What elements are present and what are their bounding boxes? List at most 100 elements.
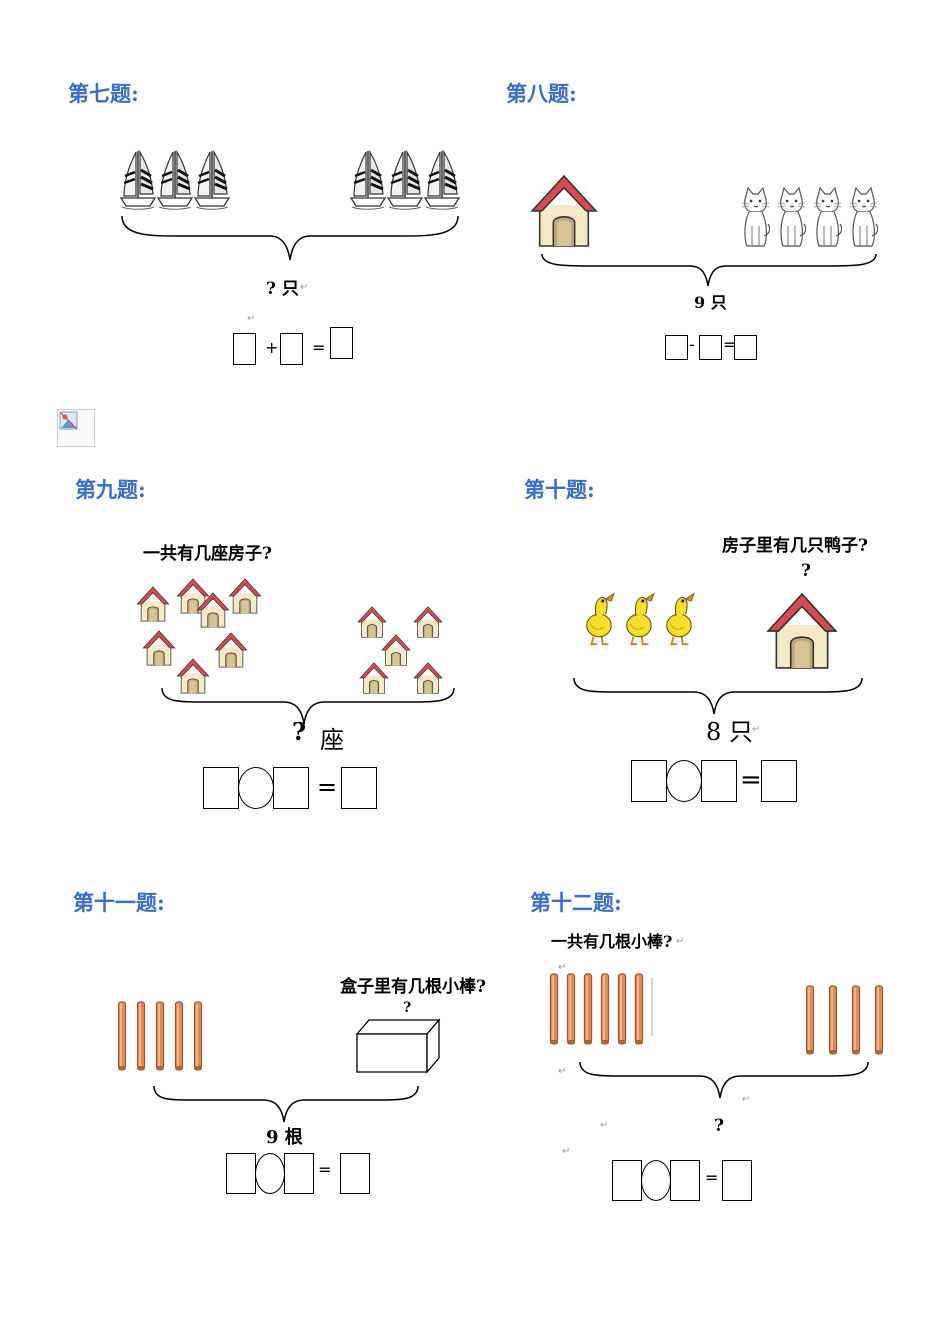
q7-title: 第七题:	[68, 81, 139, 106]
answer-box[interactable]	[701, 760, 737, 802]
q8-title: 第八题:	[506, 81, 577, 106]
equals-sign: =	[705, 1168, 719, 1187]
answer-box[interactable]	[670, 1160, 700, 1201]
answer-box[interactable]	[612, 1160, 642, 1201]
q11-brace	[153, 1085, 419, 1123]
q9-houses	[136, 578, 443, 694]
q12-brace	[579, 1061, 869, 1099]
cat-icon	[849, 187, 878, 247]
q7-brace	[121, 215, 459, 261]
house-icon	[214, 632, 248, 668]
q10-question: 房子里有几只鸭子?	[722, 536, 868, 556]
q8-cats	[741, 187, 878, 247]
para-mark: ↵	[600, 1120, 609, 1131]
equals-sign: =	[740, 765, 762, 795]
cat-icon	[741, 187, 770, 247]
operator-circle[interactable]	[641, 1160, 671, 1201]
q7-boats-left	[120, 149, 230, 210]
answer-box[interactable]	[341, 767, 377, 809]
plus-sign: +	[265, 338, 279, 357]
sailboat-icon	[350, 149, 386, 210]
para-mark: ↵	[562, 1146, 571, 1157]
q11-hidden-question: ?	[403, 1000, 412, 1016]
answer-box[interactable]	[699, 335, 722, 360]
sailboat-icon	[194, 149, 230, 210]
q7-boats-right	[350, 149, 460, 210]
q9-question: 一共有几座房子?	[143, 544, 272, 564]
answer-box[interactable]	[734, 335, 757, 360]
answer-box[interactable]	[665, 335, 688, 360]
stick-icon	[874, 985, 884, 1055]
minus-sign: -	[689, 335, 695, 354]
q12-title: 第十二题:	[530, 890, 622, 915]
duck-icon	[665, 592, 695, 646]
answer-box[interactable]	[631, 760, 667, 802]
q8-brace	[541, 253, 877, 287]
stick-icon	[600, 973, 610, 1045]
q9-total-unit: 座	[320, 726, 344, 754]
house-icon	[136, 586, 170, 622]
stick-icon	[634, 973, 644, 1045]
operator-circle[interactable]	[666, 760, 702, 802]
house-icon	[357, 606, 387, 638]
sailboat-icon	[157, 149, 193, 210]
stick-icon	[851, 985, 861, 1055]
operator-circle[interactable]	[255, 1153, 285, 1194]
house-icon	[228, 578, 262, 614]
answer-box[interactable]	[280, 333, 303, 365]
para-mark: ↵	[742, 1094, 751, 1105]
sailboat-icon	[387, 149, 423, 210]
duck-icon	[585, 592, 615, 646]
answer-box[interactable]	[761, 760, 797, 802]
house-icon	[381, 634, 411, 666]
stick-icon	[617, 973, 627, 1045]
q7-total-label: ? 只	[266, 279, 299, 299]
para-mark: ↵	[247, 313, 256, 324]
q11-title: 第十一题:	[73, 890, 165, 915]
para-mark: ↵	[300, 282, 309, 293]
cat-icon	[813, 187, 842, 247]
q10-hidden-question: ?	[801, 561, 811, 581]
para-mark: ↵	[752, 724, 761, 735]
q10-total-label: 8 只	[706, 718, 753, 746]
stick-icon	[174, 1001, 184, 1071]
q11-total-label: 9 根	[266, 1127, 303, 1148]
q9-total-question: ?	[292, 717, 307, 746]
answer-box[interactable]	[233, 333, 256, 365]
q12-question: 一共有几根小棒?	[551, 932, 673, 951]
stick-icon	[583, 973, 593, 1045]
q12-sticks-right	[805, 985, 884, 1055]
answer-box[interactable]	[340, 1153, 370, 1194]
stick-icon	[549, 973, 559, 1045]
duck-icon	[625, 592, 655, 646]
broken-image-icon	[57, 409, 95, 447]
para-mark: ↵	[558, 1066, 567, 1077]
stick-icon	[136, 1001, 146, 1071]
stick-icon	[828, 985, 838, 1055]
stick-icon	[805, 985, 815, 1055]
equals-sign: =	[317, 773, 338, 801]
para-mark: ↵	[558, 962, 567, 973]
answer-box[interactable]	[226, 1153, 256, 1194]
answer-box[interactable]	[203, 767, 239, 809]
equals-sign: =	[312, 338, 326, 357]
stick-icon	[566, 973, 576, 1045]
sailboat-icon	[424, 149, 460, 210]
q10-title: 第十题:	[524, 477, 595, 502]
q9-brace	[161, 687, 455, 725]
house-icon	[413, 606, 443, 638]
q10-brace	[573, 677, 863, 715]
answer-box[interactable]	[722, 1160, 752, 1201]
q11-question: 盒子里有几根小棒?	[340, 977, 486, 997]
answer-box[interactable]	[284, 1153, 314, 1194]
answer-box[interactable]	[273, 767, 309, 809]
stick-icon	[193, 1001, 203, 1071]
equals-sign: =	[723, 335, 737, 354]
answer-box[interactable]	[330, 327, 353, 359]
stick-icon	[117, 1001, 127, 1071]
operator-circle[interactable]	[238, 767, 274, 809]
house-icon	[142, 630, 176, 666]
q12-sticks-left	[549, 973, 653, 1045]
house-icon	[531, 175, 597, 247]
q12-total-label: ?	[714, 1116, 724, 1136]
